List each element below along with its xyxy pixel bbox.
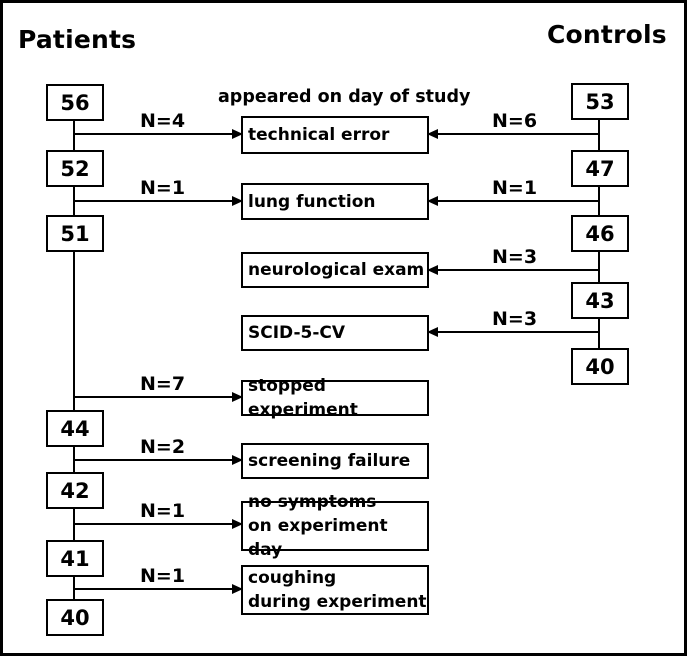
exclusion-reason-box: neurological exam — [241, 252, 429, 288]
patient-count-box: 56 — [46, 84, 104, 121]
arrow-controls-scid — [427, 327, 600, 337]
arrow-patients-technical-error — [74, 129, 243, 139]
patients-flow-line — [73, 120, 75, 599]
arrow-controls-technical-error — [427, 129, 600, 139]
arrow-patients-lung-function — [74, 196, 243, 206]
arrow-patients-screening-failure — [74, 455, 243, 465]
control-count-box: 53 — [571, 83, 629, 120]
patients-heading: Patients — [18, 25, 137, 54]
control-count-box: 43 — [571, 282, 629, 319]
arrow-patients-stopped-experiment — [74, 392, 243, 402]
arrow-count-label: N=6 — [492, 110, 538, 132]
arrow-count-label: N=4 — [140, 110, 186, 132]
arrow-controls-neurological-exam — [427, 265, 600, 275]
arrow-patients-no-symptoms — [74, 519, 243, 529]
exclusion-reason-box: coughing during experiment — [241, 565, 429, 615]
patient-count-box: 42 — [46, 472, 104, 509]
control-count-box: 46 — [571, 215, 629, 252]
arrow-count-label: N=3 — [492, 308, 538, 330]
arrow-count-label: N=1 — [492, 177, 538, 199]
arrow-patients-coughing — [74, 584, 243, 594]
arrow-count-label: N=3 — [492, 246, 538, 268]
control-count-box: 40 — [571, 348, 629, 385]
arrow-count-label: N=2 — [140, 436, 186, 458]
patient-count-box: 41 — [46, 540, 104, 577]
exclusion-reason-box: no symptoms on experiment day — [241, 492, 429, 560]
exclusion-reason-box: lung function — [241, 183, 429, 220]
patient-count-box: 52 — [46, 150, 104, 187]
annotation-appeared-on-day: appeared on day of study — [218, 87, 471, 107]
arrow-controls-lung-function — [427, 196, 600, 206]
exclusion-reason-box: stopped experiment — [241, 376, 429, 420]
patient-count-box: 44 — [46, 410, 104, 447]
controls-heading: Controls — [547, 20, 667, 49]
arrow-count-label: N=1 — [140, 500, 186, 522]
exclusion-reason-box: technical error — [241, 116, 429, 154]
arrow-count-label: N=7 — [140, 373, 186, 395]
patient-count-box: 40 — [46, 599, 104, 636]
control-count-box: 47 — [571, 150, 629, 187]
arrow-count-label: N=1 — [140, 565, 186, 587]
exclusion-reason-box: screening failure — [241, 443, 429, 479]
exclusion-reason-box: SCID-5-CV — [241, 315, 429, 351]
patient-count-box: 51 — [46, 215, 104, 252]
arrow-count-label: N=1 — [140, 177, 186, 199]
